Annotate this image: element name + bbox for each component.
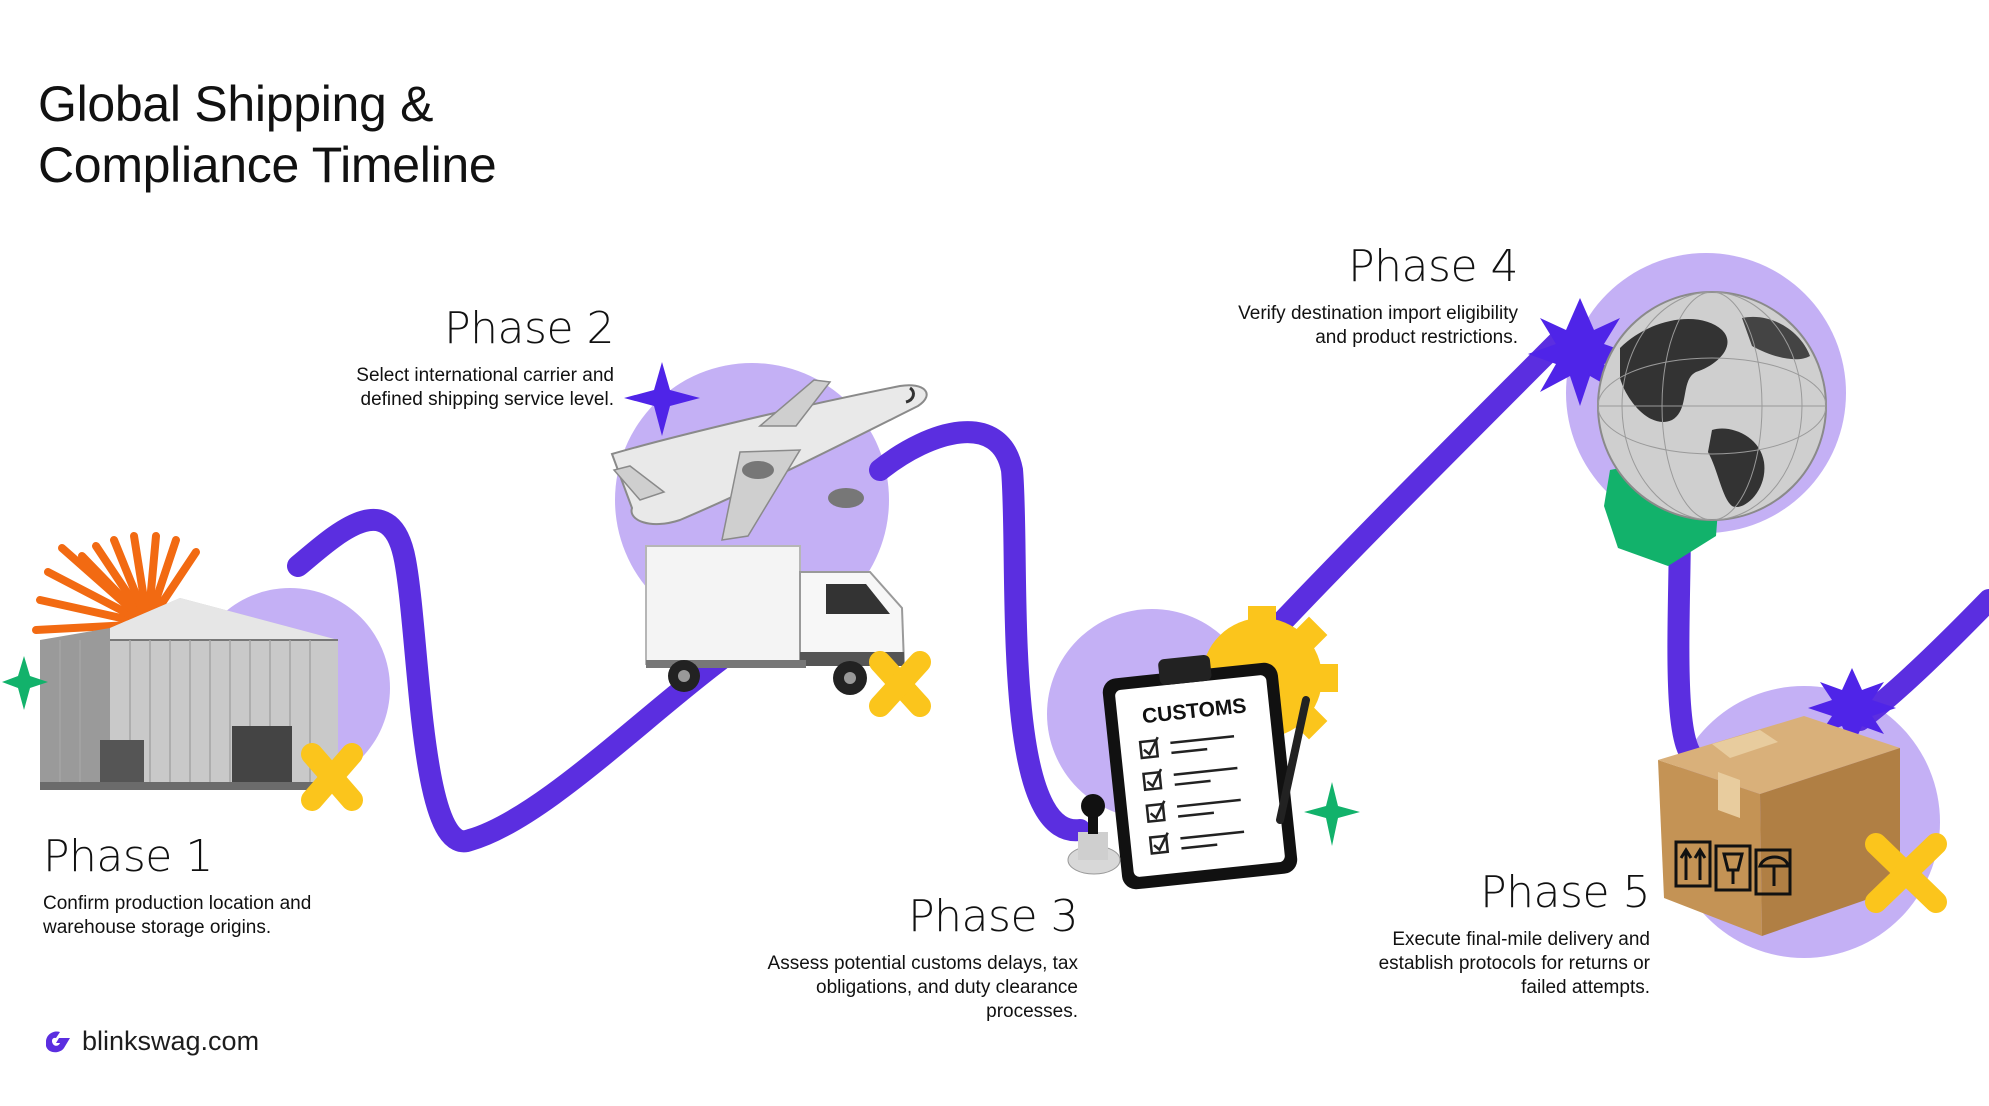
phase-3-label: Phase 3 (908, 891, 1078, 942)
rubber-stamp-icon (1067, 794, 1121, 875)
phase-5-description: Execute final-mile delivery and establis… (1290, 928, 1650, 1000)
phase-3-line-2: obligations, and duty clearance (816, 977, 1078, 998)
phase-1: Phase 1 Confirm production location and … (43, 832, 383, 940)
page-title: Global Shipping & Compliance Timeline (38, 74, 658, 196)
timeline-path (287, 329, 1989, 853)
phase-1-label: Phase 1 (43, 831, 213, 882)
phase-1-line-2: warehouse storage origins. (43, 917, 272, 938)
phase-5: Phase 5 Execute final-mile delivery and … (1290, 867, 1651, 1000)
green-sparkle-icon (2, 656, 48, 710)
cardboard-box-icon (1658, 716, 1900, 936)
title-line-2: Compliance Timeline (38, 137, 497, 193)
phase-3-description: Assess potential customs delays, tax obl… (690, 952, 1078, 1024)
blinkswag-logo-icon (46, 1030, 70, 1052)
phase-1-description: Confirm production location and warehous… (43, 892, 383, 940)
yellow-x-icon-3 (1865, 833, 1947, 913)
phase-4-description: Verify destination import eligibility an… (1120, 302, 1518, 350)
phase-4: Phase 4 Verify destination import eligib… (1120, 242, 1518, 350)
phase-4-line-1: Verify destination import eligibility (1238, 303, 1518, 324)
phase-2: Phase 2 Select international carrier and… (280, 304, 614, 412)
phase-2-description: Select international carrier and defined… (280, 364, 614, 412)
phase-5-line-3: failed attempts. (1521, 977, 1650, 998)
phase-3: Phase 3 Assess potential customs delays,… (690, 891, 1079, 1024)
phase-4-label: Phase 4 (1348, 241, 1518, 292)
title-line-1: Global Shipping & (38, 76, 434, 132)
phase-4-line-2: and product restrictions. (1315, 327, 1518, 348)
customs-clipboard-icon: CUSTOMS (1102, 654, 1310, 890)
phase-2-label: Phase 2 (444, 303, 614, 354)
phase-5-line-1: Execute final-mile delivery and (1392, 929, 1650, 950)
phase-2-line-1: Select international carrier and (356, 365, 614, 386)
phase-1-line-1: Confirm production location and (43, 893, 312, 914)
green-sparkle-icon-2 (1304, 782, 1360, 846)
yellow-x-icon (301, 743, 363, 811)
phase-2-line-2: defined shipping service level. (360, 389, 615, 410)
footer-brand: blinkswag.com (42, 1026, 259, 1057)
airplane-icon (610, 379, 928, 541)
phase-5-line-2: establish protocols for returns or (1378, 953, 1650, 974)
phase-3-line-1: Assess potential customs delays, tax (767, 953, 1078, 974)
phase-3-line-3: processes. (986, 1001, 1078, 1022)
purple-star-icon (624, 362, 700, 436)
yellow-x-icon-2 (869, 651, 931, 717)
truck-icon (645, 545, 906, 695)
globe-icon (1597, 291, 1827, 521)
warehouse-icon (40, 598, 338, 790)
phase-5-label: Phase 5 (1480, 867, 1650, 918)
brand-url: blinkswag.com (82, 1026, 260, 1056)
